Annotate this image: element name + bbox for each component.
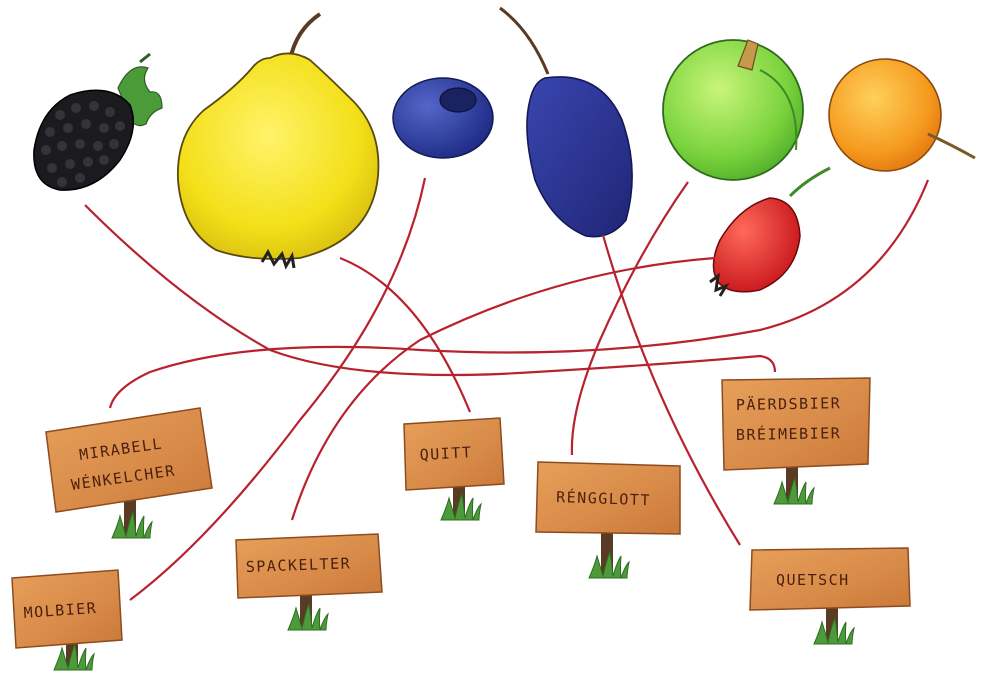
- sign-quetsch: QUETSCH: [749, 547, 911, 645]
- line-plum-quetsch: [601, 234, 741, 546]
- sign-label-quetsch: QUETSCH: [776, 571, 850, 589]
- sign-label-quitt: QUITT: [419, 443, 473, 464]
- plum-icon: [499, 6, 633, 238]
- line-rosehip-spackelter: [290, 256, 716, 521]
- sign-paerdsbier-breimebier: PÄERDSBIER BRÉIMEBIER: [721, 377, 871, 505]
- sign-quitt: QUITT: [403, 417, 505, 521]
- quince-icon: [177, 12, 380, 270]
- sign-molbier: MOLBIER: [11, 569, 123, 671]
- blackberry-icon: [33, 52, 163, 191]
- sign-label-breimebier: BRÉIMEBIER: [736, 423, 842, 444]
- sign-label-molbier: MOLBIER: [23, 599, 98, 622]
- line-greengage-rengglott: [570, 181, 689, 456]
- rosehip-icon: [709, 166, 831, 297]
- line-mirabelle-mirabell: [108, 179, 930, 409]
- sign-rengglott: RÉNGGLOTT: [535, 461, 681, 579]
- blueberry-icon: [392, 77, 494, 159]
- mirabelle-icon: [828, 58, 976, 172]
- sign-mirabell-wenkelcher: MIRABELL WÉNKELCHER: [45, 407, 213, 539]
- greengage-icon: [662, 39, 804, 181]
- line-blueberry-molbier: [129, 177, 427, 601]
- line-blackberry-paerdsbier: [84, 204, 777, 377]
- sign-label-rengglott: RÉNGGLOTT: [556, 487, 651, 509]
- sign-label-spackelter: SPACKELTER: [246, 554, 352, 576]
- line-quince-quitt: [339, 256, 472, 413]
- matching-lines: [84, 177, 930, 601]
- sign-spackelter: SPACKELTER: [235, 533, 383, 631]
- sign-label-paerdsbier: PÄERDSBIER: [736, 393, 842, 414]
